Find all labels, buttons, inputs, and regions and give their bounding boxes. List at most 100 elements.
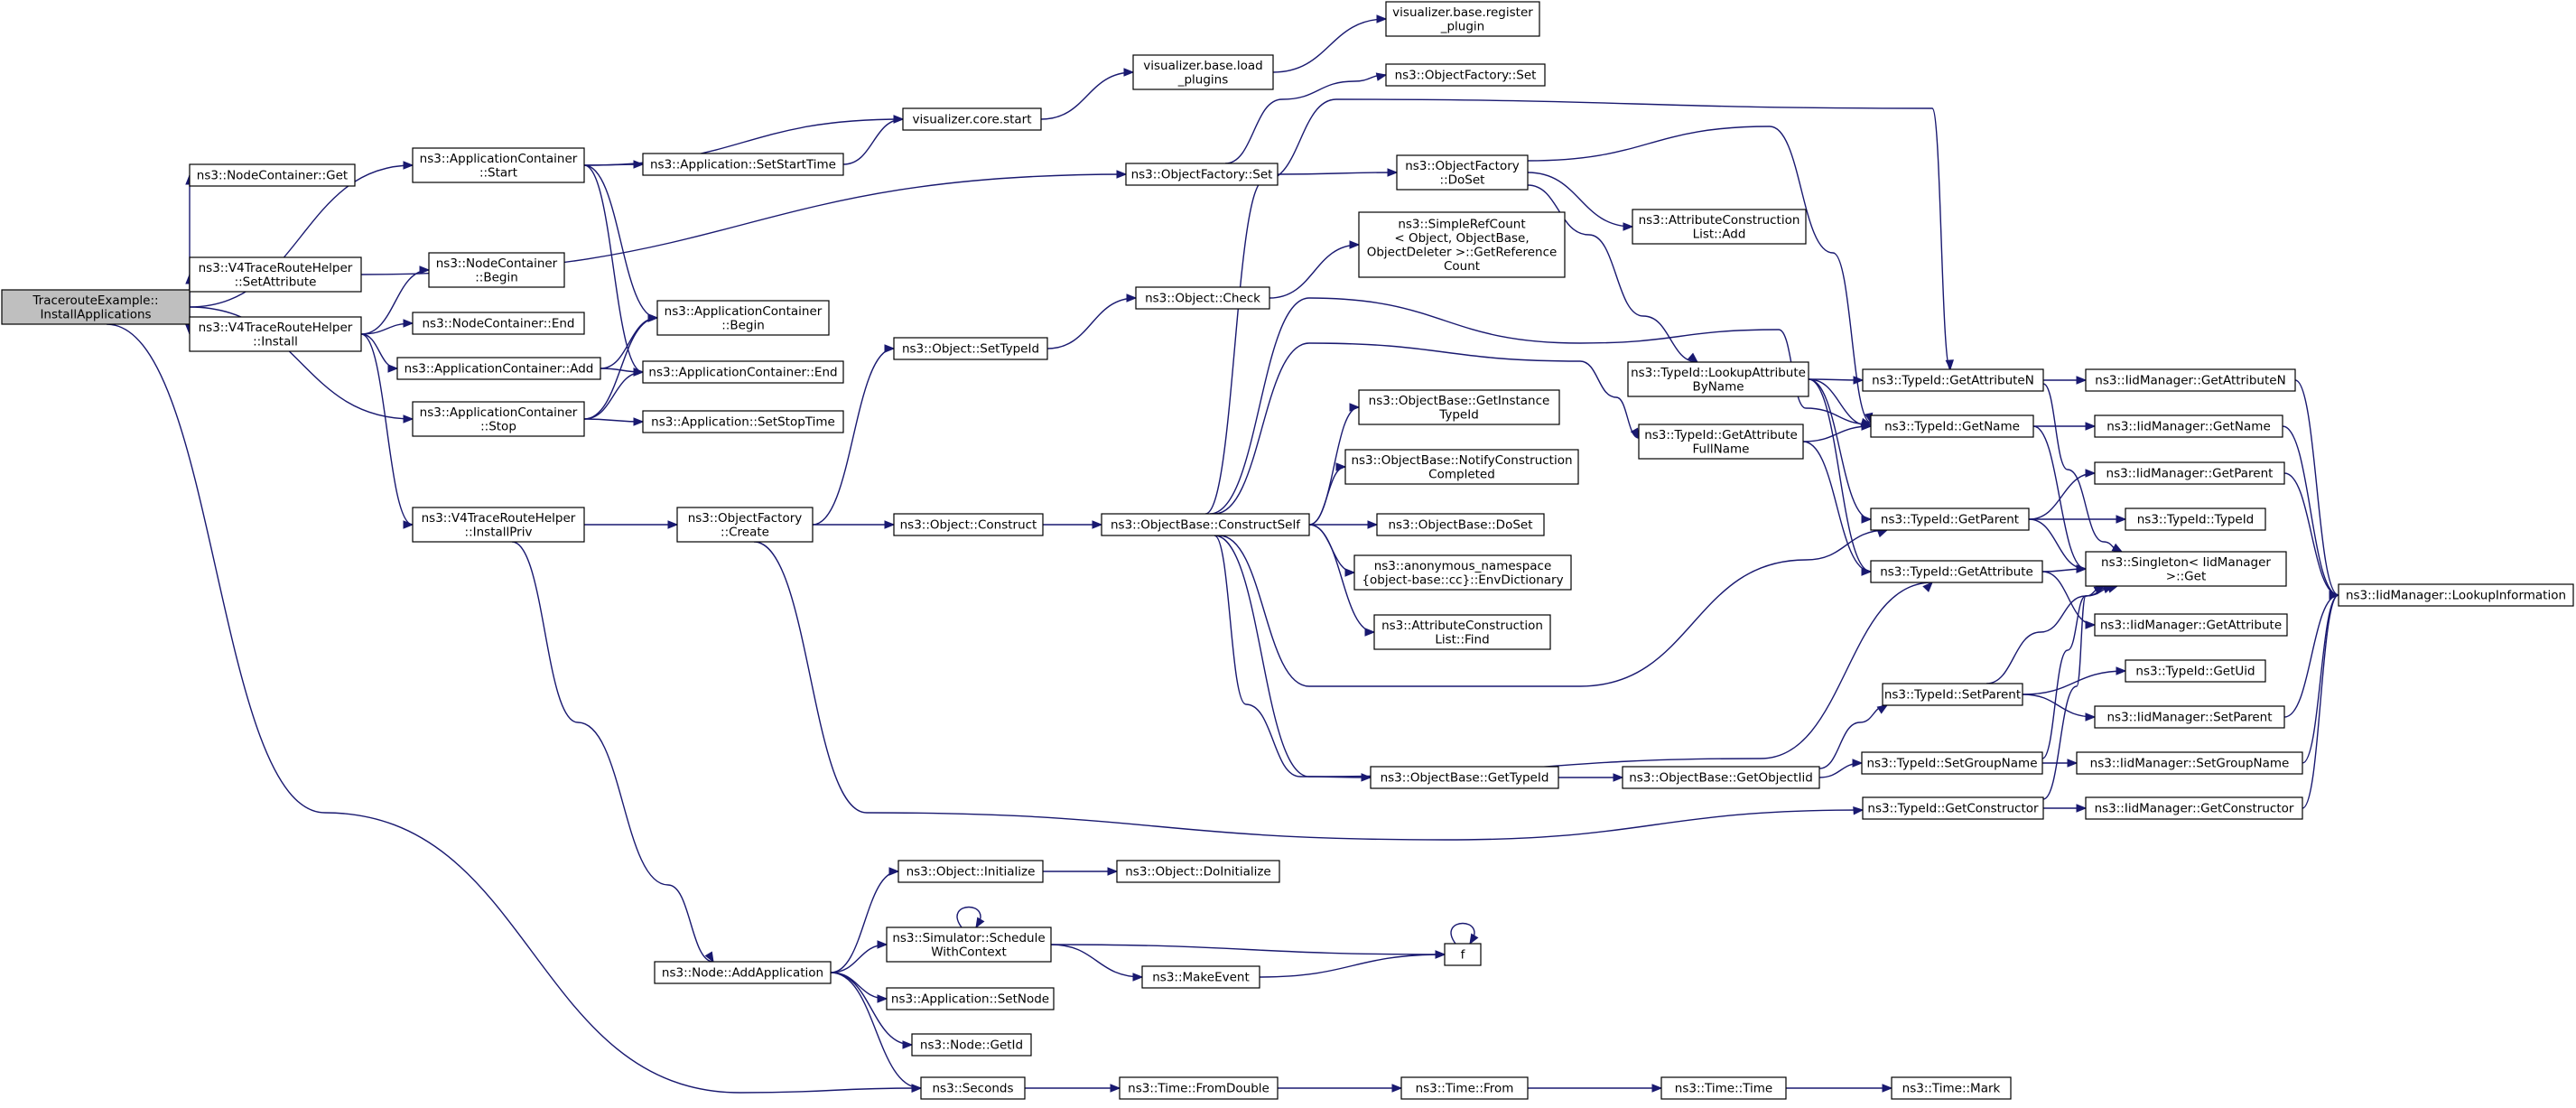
edge-acStop-to-acEnd [583, 368, 645, 420]
node-ncEnd[interactable]: ns3::NodeContainer::End [412, 312, 585, 335]
node-label-line: InstallApplications [40, 307, 151, 321]
node-obConstructSelf[interactable]: ns3::ObjectBase::ConstructSelf [1101, 513, 1310, 536]
edge-line [1214, 535, 1933, 777]
node-obGetObjectIid[interactable]: ns3::ObjectBase::GetObjectIid [1622, 766, 1820, 789]
node-acAdd[interactable]: ns3::ApplicationContainer::Add [396, 357, 601, 380]
arrowhead [1852, 759, 1864, 768]
node-tidGetAttrN[interactable]: ns3::TypeId::GetAttributeN [1862, 368, 2044, 392]
node-label-line: ns3::TypeId::TypeId [2137, 513, 2255, 527]
node-v4Install[interactable]: ns3::V4TraceRouteHelper::Install [189, 316, 362, 352]
edge-line [583, 164, 658, 319]
node-imGetName[interactable]: ns3::IidManager::GetName [2094, 414, 2283, 438]
node-nodeAddApp[interactable]: ns3::Node::AddApplication [654, 961, 832, 984]
arrowhead [1376, 14, 1388, 23]
edge-v4InstallPriv-to-ofCreate [584, 520, 679, 529]
node-acStart[interactable]: ns3::ApplicationContainer::Start [412, 147, 585, 183]
node-tidSetParent[interactable]: ns3::TypeId::SetParent [1882, 683, 2023, 706]
edge-objCheck-to-simpleRef [1269, 240, 1361, 299]
arrowhead [1687, 352, 1699, 363]
node-tidGetUid[interactable]: ns3::TypeId::GetUid [2125, 659, 2266, 683]
node-nodeGetId[interactable]: ns3::Node::GetId [911, 1033, 1032, 1057]
node-tidSetGroup[interactable]: ns3::TypeId::SetGroupName [1861, 751, 2043, 775]
arrowhead [1375, 72, 1388, 81]
node-ofCreate[interactable]: ns3::ObjectFactory::Create [676, 507, 814, 543]
arrowhead [1126, 293, 1138, 303]
edge-line [753, 541, 1864, 841]
node-imGetAttr[interactable]: ns3::IidManager::GetAttribute [2094, 613, 2288, 637]
arrowhead [1107, 867, 1119, 876]
node-vizCoreStart[interactable]: visualizer.core.start [902, 107, 1042, 131]
node-box [396, 357, 601, 380]
node-objDoInit[interactable]: ns3::Object::DoInitialize [1116, 860, 1280, 883]
node-obGetTypeId[interactable]: ns3::ObjectBase::GetTypeId [1370, 766, 1559, 789]
node-tidGetName[interactable]: ns3::TypeId::GetName [1870, 414, 2034, 438]
node-timeTime[interactable]: ns3::Time::Time [1660, 1076, 1787, 1100]
edge-line [1040, 71, 1134, 120]
node-box [1344, 449, 1579, 485]
node-timeMark[interactable]: ns3::Time::Mark [1891, 1076, 2012, 1100]
node-f[interactable]: f [1444, 943, 1482, 966]
node-ncGet[interactable]: ns3::NodeContainer::Get [189, 163, 356, 187]
node-tidGetParent[interactable]: ns3::TypeId::GetParent [1870, 507, 2030, 531]
node-acEnd[interactable]: ns3::ApplicationContainer::End [642, 360, 844, 384]
edge-nodeAddApp-to-simSchedule [830, 940, 888, 973]
arrowhead [902, 1040, 914, 1049]
node-appSetNode[interactable]: ns3::Application::SetNode [886, 987, 1055, 1010]
node-simpleRef[interactable]: ns3::SimpleRefCount< Object, ObjectBase,… [1358, 211, 1566, 278]
node-imLookup[interactable]: ns3::IidManager::LookupInformation [2338, 583, 2574, 607]
node-objCheck[interactable]: ns3::Object::Check [1135, 286, 1270, 310]
node-timeFrom[interactable]: ns3::Time::From [1400, 1076, 1529, 1100]
node-tidTypeId[interactable]: ns3::TypeId::TypeId [2125, 507, 2266, 531]
edge-obConstructSelf-to-tidGetAttrN [1204, 98, 1955, 515]
node-v4SetAttr[interactable]: ns3::V4TraceRouteHelper::SetAttribute [189, 256, 362, 293]
node-label-line: ::Create [721, 525, 769, 539]
node-ofSet2[interactable]: ns3::ObjectFactory::Set [1385, 63, 1546, 87]
node-tidGetAttr[interactable]: ns3::TypeId::GetAttribute [1870, 560, 2043, 583]
node-imGetParent[interactable]: ns3::IidManager::GetParent [2094, 461, 2285, 485]
node-imGetCtor[interactable]: ns3::IidManager::GetConstructor [2085, 796, 2303, 820]
node-seconds[interactable]: ns3::Seconds [920, 1076, 1026, 1100]
node-makeEvent[interactable]: ns3::MakeEvent [1141, 965, 1260, 989]
node-objInit[interactable]: ns3::Object::Initialize [897, 860, 1044, 883]
node-tidGetCtor[interactable]: ns3::TypeId::GetConstructor [1862, 796, 2044, 820]
node-imGetAttrN[interactable]: ns3::IidManager::GetAttributeN [2085, 368, 2296, 392]
node-objConstruct[interactable]: ns3::Object::Construct [893, 513, 1044, 536]
node-vizRegister[interactable]: visualizer.base.register_plugin [1385, 1, 1540, 37]
arrowhead [1876, 704, 1889, 714]
node-label-line: ::Start [479, 165, 517, 180]
node-box [1444, 943, 1482, 966]
node-v4InstallPriv[interactable]: ns3::V4TraceRouteHelper::InstallPriv [412, 507, 585, 543]
node-ofSet1[interactable]: ns3::ObjectFactory::Set [1125, 163, 1279, 186]
node-acStop[interactable]: ns3::ApplicationContainer::Stop [412, 401, 585, 437]
node-appSetStart[interactable]: ns3::Application::SetStartTime [642, 153, 844, 176]
node-label-line: ns3::Time::FromDouble [1128, 1082, 1269, 1096]
node-anonEnv[interactable]: ns3::anonymous_namespace{object-base::cc… [1353, 554, 1572, 591]
node-appSetStop[interactable]: ns3::Application::SetStopTime [642, 410, 844, 433]
node-box [1, 289, 191, 325]
node-imSetGroup[interactable]: ns3::IidManager::SetGroupName [2076, 751, 2303, 775]
node-box [897, 860, 1044, 883]
node-label-line: visualizer.core.start [912, 113, 1031, 127]
node-root[interactable]: TracerouteExample::InstallApplications [1, 289, 191, 325]
node-imSetParent[interactable]: ns3::IidManager::SetParent [2094, 705, 2285, 729]
edge-line [360, 333, 414, 526]
node-ofDoSet[interactable]: ns3::ObjectFactory::DoSet [1396, 154, 1529, 191]
node-objSetTypeId[interactable]: ns3::Object::SetTypeId [893, 337, 1048, 360]
node-obDoSet[interactable]: ns3::ObjectBase::DoSet [1376, 513, 1545, 536]
node-label-line: TypeId [1438, 407, 1479, 422]
edge-line [511, 541, 714, 963]
node-ncBegin[interactable]: ns3::NodeContainer::Begin [428, 252, 565, 288]
node-acBegin[interactable]: ns3::ApplicationContainer::Begin [656, 300, 830, 336]
node-obNotify[interactable]: ns3::ObjectBase::NotifyConstructionCompl… [1344, 449, 1579, 485]
node-vizLoad[interactable]: visualizer.base.load_plugins [1132, 54, 1274, 90]
edge-line [1209, 297, 1872, 515]
node-timeFromDouble[interactable]: ns3::Time::FromDouble [1119, 1076, 1279, 1100]
node-singletonGet[interactable]: ns3::Singleton< IidManager>::Get [2085, 551, 2287, 587]
node-box [1358, 211, 1566, 278]
